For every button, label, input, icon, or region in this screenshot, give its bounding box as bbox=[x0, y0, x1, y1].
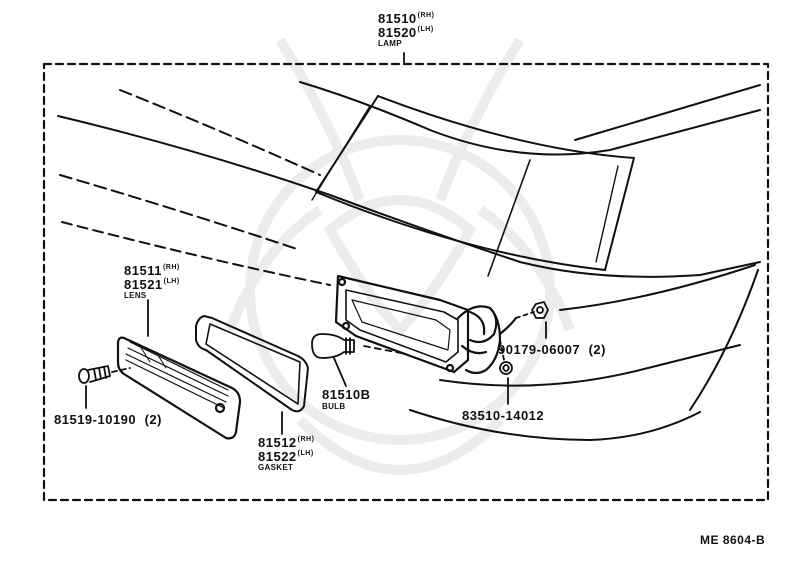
lens-name: LENS bbox=[124, 291, 147, 300]
leader-nut-dashed bbox=[515, 311, 535, 319]
gasket-part bbox=[195, 315, 309, 413]
gasket-suffix-lh: (LH) bbox=[297, 450, 314, 457]
bulb-part: 81510B bbox=[322, 387, 371, 402]
socket-clip-icon bbox=[499, 361, 513, 375]
screw-icon bbox=[78, 365, 111, 384]
gasket-part-rh: 81512 bbox=[258, 435, 297, 450]
lamp-part-lh: 81520 bbox=[378, 25, 417, 40]
screw-part: 81519-10190 bbox=[54, 412, 137, 427]
lamp-name: LAMP bbox=[378, 39, 402, 48]
leader-bulb bbox=[333, 357, 347, 387]
gasket-label: 81512(RH) 81522(LH) GASKET bbox=[258, 436, 314, 472]
lamp-housing bbox=[334, 274, 518, 375]
nut-part: 90179-06007 bbox=[498, 342, 581, 357]
diagram-code-text: ME 8604-B bbox=[700, 533, 766, 547]
lens-part-lh: 81521 bbox=[124, 277, 163, 292]
windshield bbox=[311, 95, 635, 277]
gasket-suffix-rh: (RH) bbox=[297, 436, 315, 443]
screw-label: 81519-10190 (2) bbox=[54, 412, 162, 428]
lens-part-rh: 81511 bbox=[124, 263, 162, 278]
nut-qty: (2) bbox=[588, 342, 606, 357]
leader-screw-dashed bbox=[111, 367, 131, 373]
lens-label: 81511(RH) 81521(LH) LENS bbox=[124, 264, 180, 300]
lens-suffix-rh: (RH) bbox=[162, 264, 180, 271]
bulb-name: BULB bbox=[322, 402, 346, 411]
lamp-label: 81510(RH) 81520(LH) LAMP bbox=[378, 12, 434, 48]
lens-part bbox=[116, 336, 242, 440]
nut-icon bbox=[531, 301, 549, 319]
screw-qty: (2) bbox=[144, 412, 162, 427]
gasket-part-lh: 81522 bbox=[258, 449, 297, 464]
lamp-suffix-rh: (RH) bbox=[417, 12, 435, 19]
lamp-part-rh: 81510 bbox=[378, 11, 417, 26]
gasket-name: GASKET bbox=[258, 463, 294, 472]
leader-socket-dashed bbox=[499, 339, 505, 361]
lamp-suffix-lh: (LH) bbox=[417, 26, 434, 33]
nut-label: 90179-06007 (2) bbox=[498, 342, 606, 358]
socket-part: 83510-14012 bbox=[462, 408, 545, 423]
bulb-icon bbox=[311, 333, 355, 359]
bulb-label: 81510B BULB bbox=[322, 388, 371, 411]
lens-suffix-lh: (LH) bbox=[163, 278, 180, 285]
leader-bulb-dashed bbox=[363, 345, 407, 355]
socket-label: 83510-14012 bbox=[462, 408, 544, 424]
diagram-code: ME 8604-B bbox=[700, 532, 765, 548]
car-body bbox=[57, 81, 761, 441]
assembly-frame bbox=[42, 62, 770, 502]
